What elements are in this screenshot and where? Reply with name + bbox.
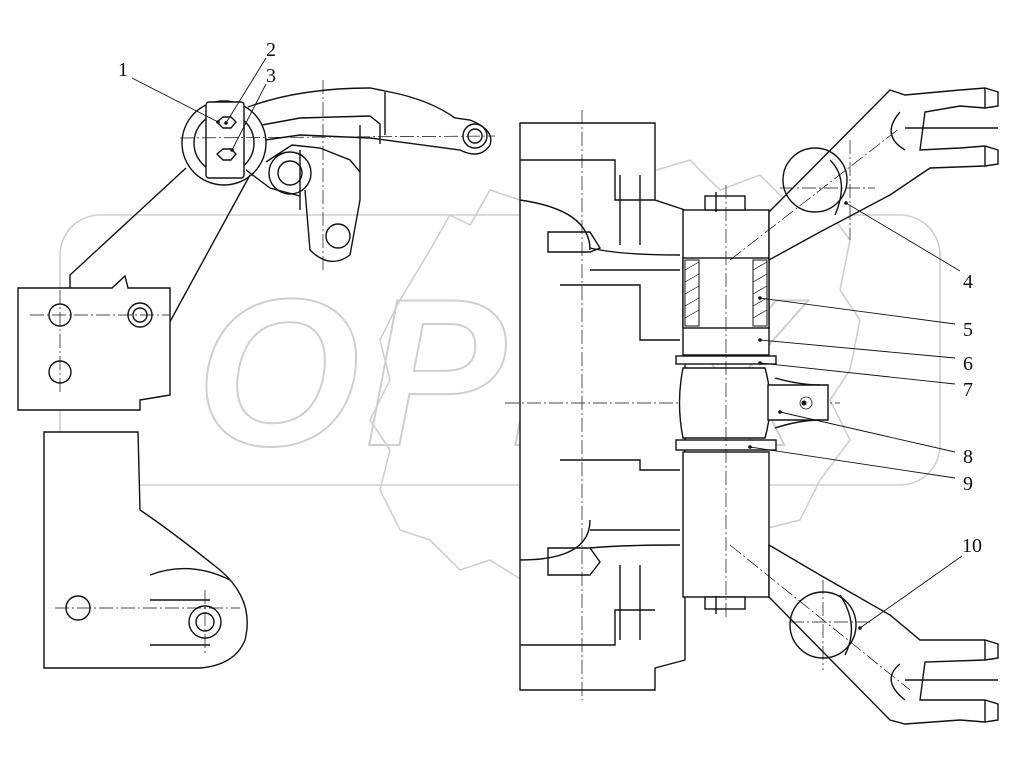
leader-1 [131, 77, 219, 123]
callout-3: 3 [266, 65, 276, 87]
lower-left-bracket [43, 431, 248, 669]
part-10-lower-arm [729, 543, 999, 725]
leader-7 [759, 362, 956, 385]
left-mounting-plate [17, 274, 171, 411]
bushing-hatch [684, 259, 768, 327]
callout-7: 7 [963, 379, 973, 401]
central-housing [505, 110, 840, 700]
callout-6: 6 [963, 353, 973, 375]
callout-labels: 1 2 3 4 5 6 7 8 9 10 [118, 39, 982, 557]
king-pin-assembly [675, 185, 829, 620]
leader-lines [131, 57, 963, 630]
part-4-upper-arm [729, 87, 999, 262]
leader-8 [779, 411, 956, 453]
leader-10 [859, 555, 963, 629]
leader-4 [845, 202, 961, 272]
leader-6 [759, 339, 956, 359]
callout-4: 4 [963, 271, 973, 293]
leader-2 [225, 57, 267, 124]
callout-5: 5 [963, 319, 973, 341]
callout-8: 8 [963, 446, 973, 468]
callout-2: 2 [266, 39, 276, 61]
leader-9 [749, 446, 956, 479]
callout-9: 9 [963, 473, 973, 495]
callout-10: 10 [962, 535, 982, 557]
leader-3 [231, 83, 267, 151]
callout-1: 1 [118, 59, 128, 81]
leader-5 [759, 297, 956, 325]
